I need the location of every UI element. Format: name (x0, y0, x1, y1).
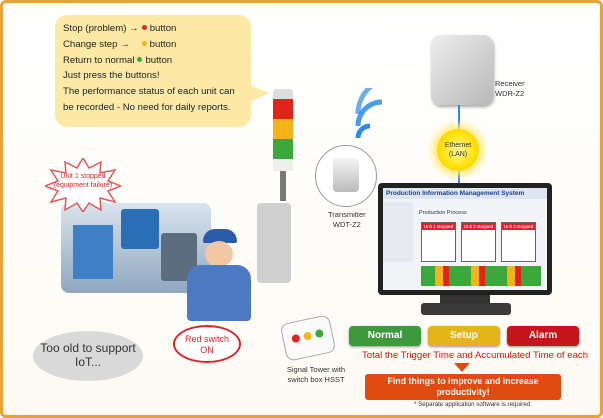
setup-status: Setup (428, 326, 500, 346)
green-dot-icon (137, 57, 143, 63)
ethernet-lan-icon: Ethernet(LAN) (437, 129, 479, 171)
unit-card: Unit 1 stopped (421, 222, 456, 262)
return-normal-line: Return to normal (63, 54, 135, 66)
unit-card: Unit 3 stopped (501, 222, 536, 262)
monitor-stand (440, 295, 490, 305)
unit-card: Unit 2 stopped (461, 222, 496, 262)
return-normal-tail: button (145, 54, 173, 66)
worker-icon (175, 229, 263, 321)
signal-tower-icon (273, 89, 293, 201)
screen-panel-title: Production Process (419, 210, 467, 216)
change-step-tail: button (149, 38, 177, 50)
stop-line-tail: button (149, 23, 177, 34)
performance-line: The performance status of each unit can (63, 86, 235, 98)
screen-title: Production Information Management System (383, 188, 547, 199)
software-note: * Separate application software is requi… (414, 401, 532, 408)
network-line-lower (458, 171, 460, 185)
alert-burst-icon (45, 158, 121, 212)
transmitter-zoom-icon (315, 145, 377, 207)
alarm-status: Alarm (507, 326, 579, 346)
normal-status: Normal (349, 326, 421, 346)
down-arrow-icon (454, 363, 470, 372)
reports-line: be recorded - No need for daily reports. (63, 101, 231, 113)
keyboard-icon (421, 303, 511, 315)
unit-stopped-alert: Unit 1 stopped(equipment failure) (53, 173, 113, 189)
tower-bracket-icon (257, 203, 291, 283)
wireless-signal-icon (355, 88, 383, 139)
network-line (458, 105, 460, 129)
receiver-device-icon (431, 35, 493, 105)
switch-box-icon (279, 314, 337, 362)
total-time-caption: Total the Trigger Time and Accumulated T… (361, 350, 589, 361)
press-buttons-line: Just press the buttons! (63, 70, 160, 82)
factory-machine-icon (61, 203, 211, 293)
stop-line: Stop (problem) → (63, 23, 139, 34)
change-step-line: Change step → (63, 38, 130, 50)
software-screen: Production Information Management System… (383, 188, 547, 290)
instructions-bubble: Stop (problem) → button Change step → butt… (55, 15, 269, 127)
yellow-dot-icon (141, 41, 147, 47)
monitor-display: Production Information Management System… (378, 183, 552, 295)
red-dot-icon (141, 25, 147, 31)
